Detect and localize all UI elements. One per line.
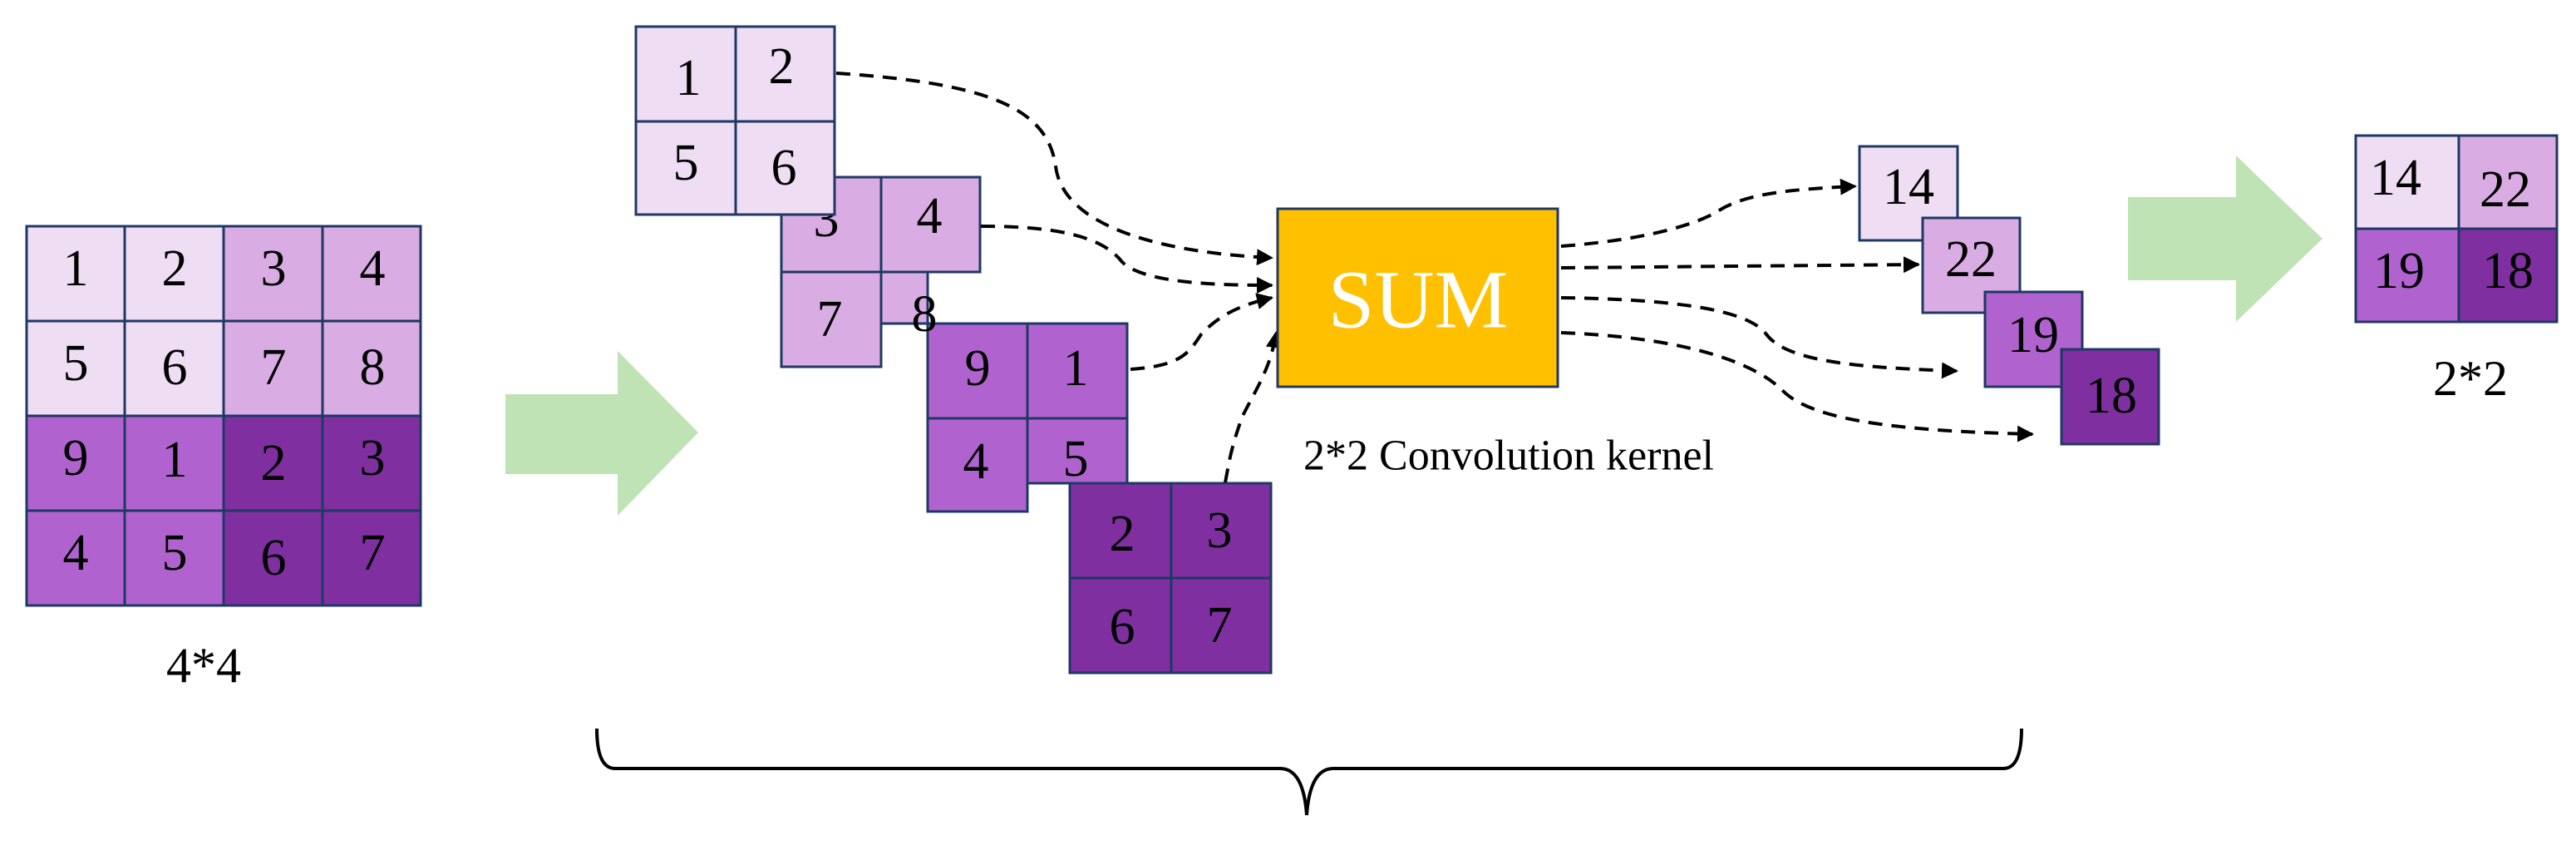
input-cell-value: 6 xyxy=(261,530,287,586)
input-cell xyxy=(123,509,225,607)
patch-cell-value: 5 xyxy=(1063,431,1089,487)
patch-cell-value: 4 xyxy=(917,188,943,245)
output-size-label: 2*2 xyxy=(2433,351,2508,406)
sum-label: SUM xyxy=(1328,254,1509,346)
patch-cell-value: 2 xyxy=(769,38,795,95)
arrow-patch4-to-sum xyxy=(1224,331,1283,483)
patch-cell xyxy=(734,120,836,216)
sum-box xyxy=(1276,207,1559,388)
kernel-caption: 2*2 Convolution kernel xyxy=(1303,432,1714,480)
patch-cell xyxy=(926,322,1029,420)
input-grid: 1 2 3 4 5 6 7 8 9 1 2 3 4 5 6 7 4*4 xyxy=(25,225,422,693)
arrow-sum-to-14 xyxy=(1560,178,1857,248)
arrow-sum-to-22 xyxy=(1560,256,1920,274)
patch-cell-value: 5 xyxy=(673,135,699,191)
input-cell xyxy=(123,414,225,512)
patch-cell xyxy=(1026,322,1129,420)
patch-cell-value: 3 xyxy=(1207,502,1233,559)
output-cell xyxy=(2457,227,2559,324)
patch-cell-value: 1 xyxy=(676,50,702,106)
patch-cell-value: 7 xyxy=(1207,597,1233,654)
input-cell xyxy=(321,509,422,607)
result-value: 18 xyxy=(2086,368,2137,424)
patch-cell xyxy=(879,175,982,274)
input-cell-value: 4 xyxy=(360,240,386,297)
arrow-patch2-to-sum xyxy=(980,225,1273,294)
output-cell xyxy=(2457,134,2559,230)
input-cell-value: 8 xyxy=(360,339,386,396)
input-size-label: 4*4 xyxy=(166,638,241,693)
result-value: 19 xyxy=(2007,307,2059,363)
input-cell-value: 5 xyxy=(162,525,188,581)
patch-cell xyxy=(926,417,1029,513)
input-cell xyxy=(321,225,422,323)
patch-cell xyxy=(1068,576,1173,675)
patch-cell-value: 2 xyxy=(1110,506,1135,562)
big-arrow-right-icon xyxy=(2128,156,2322,322)
input-cell xyxy=(123,225,225,323)
arrow-patch1-to-sum xyxy=(835,72,1273,266)
patch-2: 3 4 7 8 xyxy=(780,175,982,368)
input-cell xyxy=(25,225,126,323)
input-cell xyxy=(321,414,422,512)
output-arrows xyxy=(1560,178,2034,442)
output-grid: 14 22 19 18 2*2 xyxy=(2354,134,2559,406)
output-cell-value: 19 xyxy=(2373,243,2425,299)
input-cell-value: 3 xyxy=(261,240,287,297)
result-value: 14 xyxy=(1883,159,1934,215)
input-cell-value: 5 xyxy=(63,335,89,392)
input-cell-value: 7 xyxy=(261,339,287,396)
patch-cell-value: 8 xyxy=(912,286,938,343)
patch-cell xyxy=(879,270,929,325)
input-cell-value: 3 xyxy=(360,430,386,487)
patch-cell-value: 9 xyxy=(965,340,991,397)
input-cell-value: 6 xyxy=(162,339,188,396)
arrow-sum-to-18 xyxy=(1560,331,2034,442)
input-cell xyxy=(123,319,225,418)
input-cell-value: 1 xyxy=(162,432,188,488)
input-cell-value: 2 xyxy=(261,435,287,492)
patch-cell xyxy=(1170,576,1273,675)
patch-3: 9 1 4 5 xyxy=(926,322,1129,513)
output-cell-value: 22 xyxy=(2480,161,2531,218)
bottom-brace xyxy=(595,728,2023,816)
input-arrows xyxy=(835,72,1283,483)
patch-cell-value: 7 xyxy=(817,291,843,348)
arrow-patch3-to-sum xyxy=(1130,293,1273,371)
patch-cell xyxy=(634,120,737,216)
output-cell-value: 18 xyxy=(2482,243,2534,299)
input-cell xyxy=(25,509,126,607)
patch-cell xyxy=(1170,482,1273,580)
patch-4: 2 3 6 7 xyxy=(1068,482,1273,675)
patch-cell xyxy=(780,270,883,368)
arrow-sum-to-19 xyxy=(1560,296,1958,379)
patch-cell-value: 1 xyxy=(1063,340,1089,397)
result-square-4 xyxy=(2060,348,2160,446)
patch-cell-value: 6 xyxy=(771,140,797,196)
result-value: 22 xyxy=(1945,231,1997,288)
patch-cell-value: 4 xyxy=(963,433,989,490)
input-cell xyxy=(321,319,422,418)
patch-cell-value: 6 xyxy=(1110,599,1135,655)
result-stack: 14 22 19 18 xyxy=(1858,145,2160,446)
patch-cell xyxy=(1068,482,1173,580)
big-arrow-right-icon xyxy=(505,351,698,516)
input-cell-value: 4 xyxy=(63,525,89,581)
input-cell-value: 2 xyxy=(162,240,188,297)
patch-cell xyxy=(1026,417,1129,485)
input-cell-value: 9 xyxy=(63,430,89,487)
input-cell-value: 1 xyxy=(63,240,89,297)
output-cell xyxy=(2354,227,2460,324)
input-cell-value: 7 xyxy=(360,525,386,581)
patch-1: 1 2 5 6 xyxy=(634,25,836,216)
output-cell-value: 14 xyxy=(2370,150,2421,206)
